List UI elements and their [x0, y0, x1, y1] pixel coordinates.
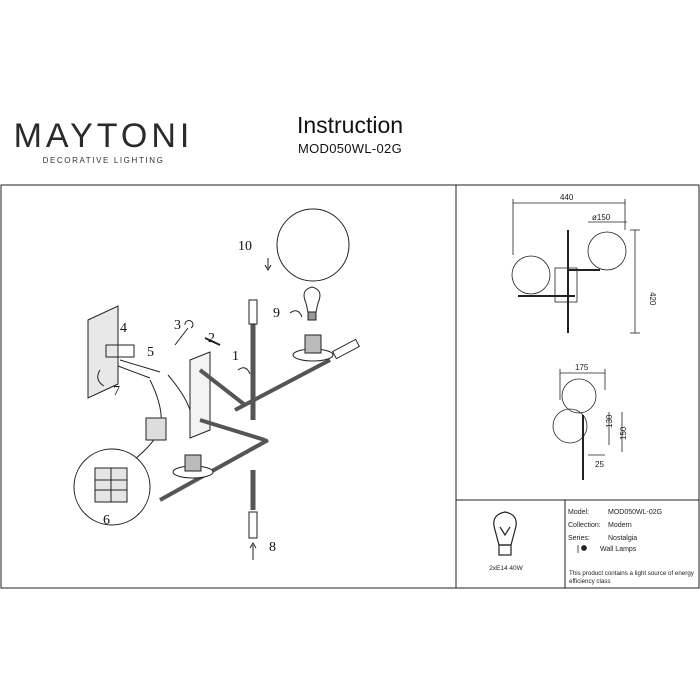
rod-cap-bottom: [248, 511, 258, 539]
spec-series: Series: Nostalgia: [568, 534, 637, 543]
spec-series-value: Nostalgia: [608, 535, 638, 542]
brand-name: MAYTONI: [13, 117, 194, 155]
mounting-bracket: [105, 344, 135, 358]
upper-arm: [234, 358, 331, 412]
spec-collection-label: Collection:: [568, 522, 601, 529]
arrow-head-globe: [264, 264, 272, 271]
spec-collection: Collection: Modern: [568, 521, 632, 530]
screwdriver-icon: [204, 337, 221, 346]
step-2: 2: [208, 331, 215, 346]
lower-arm: [159, 438, 269, 502]
side-globe-upper: [561, 378, 597, 414]
step-numbers: 10 9 8 7 6 5 4 3 2 1: [103, 239, 280, 555]
assembly-drawing: [73, 208, 361, 560]
bulb-spec: 2xE14 40W: [489, 565, 523, 572]
step-3: 3: [174, 318, 181, 333]
bulb-glass-shape: [493, 511, 517, 546]
wire-bundle-2: [167, 374, 191, 411]
rotate-arrow-9: [289, 310, 303, 318]
wall-lamp-icon: [577, 545, 587, 553]
dim-depth-label: 175: [575, 363, 589, 372]
arrow-head-cap: [249, 542, 257, 549]
spec-series-label: Series:: [568, 535, 590, 542]
spec-category-value: Wall Lamps: [600, 546, 637, 553]
lamp-socket-lower: [184, 454, 202, 472]
wall-plate: [87, 305, 119, 399]
step-9: 9: [273, 306, 280, 321]
terminal-block: [145, 417, 167, 441]
spec-model-label: Model:: [568, 509, 590, 516]
spec-collection-value: Modern: [608, 522, 632, 529]
front-globe-upper: [587, 231, 627, 271]
step-8: 8: [269, 540, 276, 555]
dim-shade-label: ø150: [592, 213, 611, 222]
brand-logo: MAYTONI DECORATIVE LIGHTING: [0, 117, 207, 165]
light-bulb: [303, 286, 321, 313]
rod-cap-top: [248, 299, 258, 325]
back-plate: [189, 351, 211, 439]
step-6: 6: [103, 513, 110, 528]
dim-130-label: 130: [605, 414, 614, 428]
rotate-arrow-7: [97, 369, 105, 387]
wrench-icon: [174, 320, 194, 346]
energy-note: This product contains a light source of …: [569, 570, 694, 585]
dim-width-label: 440: [560, 193, 574, 202]
step-7: 7: [113, 384, 120, 399]
document-title: Instruction MOD050WL-02G: [285, 112, 415, 156]
dim-25-label: 25: [595, 460, 604, 469]
outer-frame: [0, 184, 700, 589]
front-plate: [554, 267, 578, 303]
side-globe-lower: [552, 408, 588, 444]
glass-globe: [276, 208, 350, 282]
step-5: 5: [147, 345, 154, 360]
end-cap-upper: [331, 338, 361, 360]
spec-model-value: MOD050WL-02G: [608, 509, 663, 516]
step-4: 4: [120, 321, 127, 336]
lamp-socket-upper: [304, 334, 322, 354]
bulb-icon: [493, 511, 517, 556]
model-code: MOD050WL-02G: [297, 141, 403, 156]
step-1: 1: [232, 349, 239, 364]
lower-arm-joint: [199, 418, 266, 442]
dim-150-label: 150: [619, 426, 628, 440]
brand-tagline: DECORATIVE LIGHTING: [42, 156, 165, 165]
front-globe-lower: [511, 255, 551, 295]
step-10: 10: [238, 239, 252, 254]
side-view-drawing: [552, 369, 623, 480]
spec-model: Model: MOD050WL-02G: [568, 508, 662, 517]
bulb-base-shape: [498, 544, 512, 556]
bulb-base: [307, 311, 317, 321]
upper-arm-joint: [198, 368, 247, 407]
spec-category: Wall Lamps: [600, 545, 636, 554]
front-view-drawing: [511, 199, 640, 334]
screw-line-2: [117, 365, 151, 379]
page-title: Instruction: [296, 112, 404, 138]
screw-line: [119, 359, 161, 373]
bulb-filament: [499, 526, 511, 537]
rotate-arrow-1: [237, 367, 251, 375]
dim-height-label: 420: [648, 292, 657, 306]
